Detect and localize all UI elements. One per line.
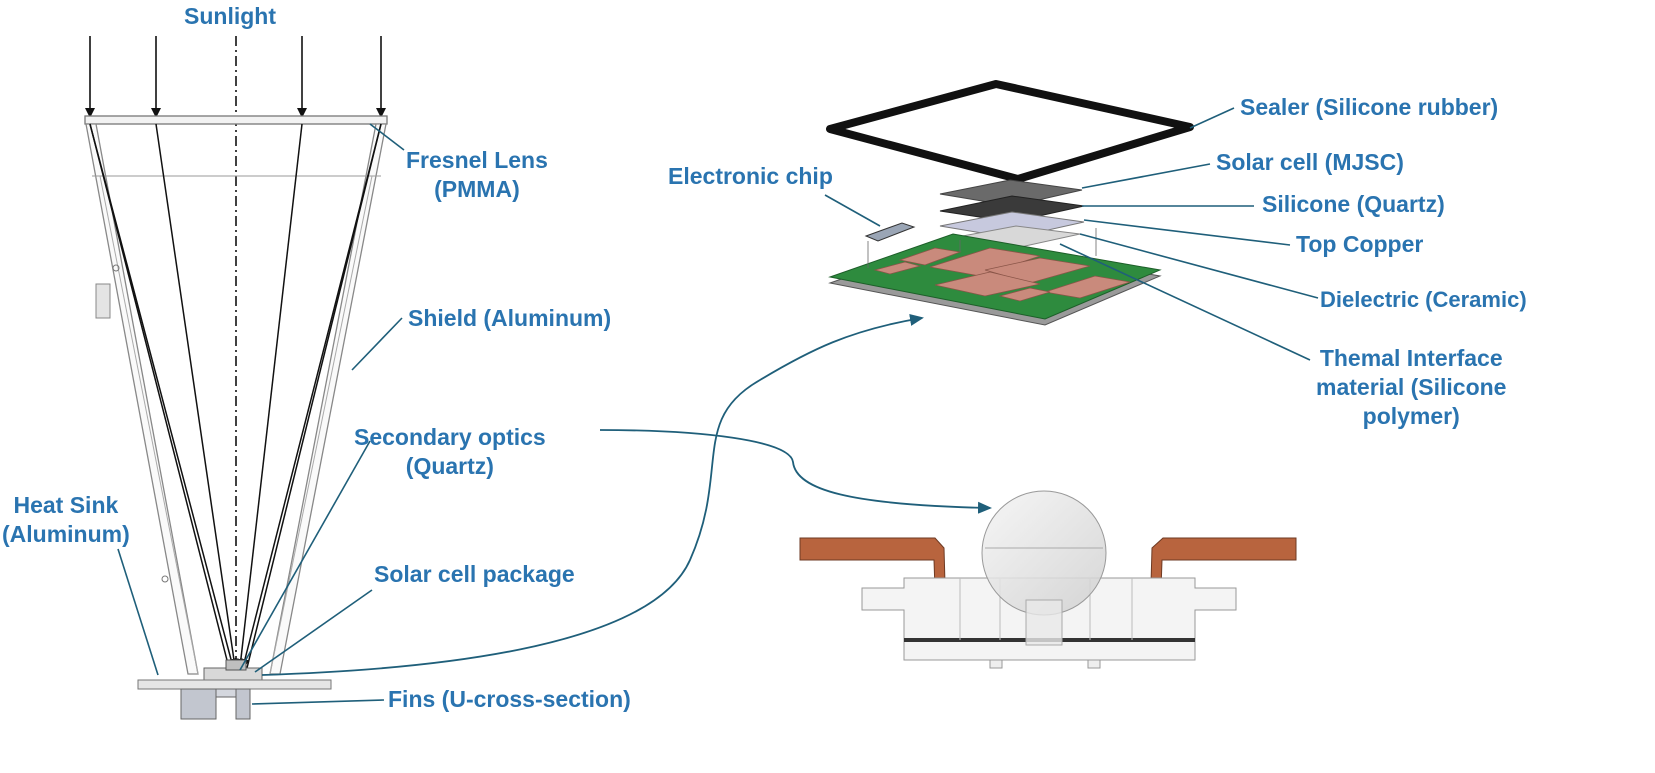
- label-secondary-optics-line1: Secondary optics: [354, 424, 546, 450]
- right-leader-lines: [824, 107, 1319, 361]
- label-electronic-chip: Electronic chip: [668, 163, 833, 189]
- label-fresnel-lens-line2: (PMMA): [434, 176, 520, 202]
- label-thermal-interface-line1: Themal Interface: [1319, 345, 1503, 371]
- fins: [180, 688, 251, 720]
- sunlight-arrows: [85, 36, 386, 118]
- label-fresnel-lens-line1: Fresnel Lens: [406, 147, 548, 173]
- label-silicone: Silicone (Quartz): [1262, 191, 1445, 217]
- label-solar-cell: Solar cell (MJSC): [1216, 149, 1404, 175]
- sealer-ring: [826, 80, 1194, 183]
- heat-sink: [137, 679, 332, 690]
- label-fins: Fins (U-cross-section): [388, 686, 631, 712]
- secondary-optics-sphere: [981, 490, 1107, 616]
- label-solar-cell-package: Solar cell package: [374, 561, 575, 587]
- label-shield: Shield (Aluminum): [408, 305, 612, 331]
- label-heat-sink: Heat Sink (Aluminum): [2, 491, 130, 549]
- callout-curve-to-package: [599, 429, 992, 514]
- converging-rays: [89, 123, 382, 669]
- concentrator-module: [84, 36, 388, 720]
- fresnel-lens: [84, 115, 388, 125]
- label-sunlight: Sunlight: [184, 3, 276, 29]
- label-heat-sink-line2: (Aluminum): [2, 521, 130, 547]
- label-thermal-interface: Themal Interface material (Silicone poly…: [1316, 344, 1506, 431]
- exploded-package: [826, 80, 1194, 326]
- callout-curve-to-pcb: [261, 314, 924, 676]
- label-secondary-optics-line2: (Quartz): [405, 453, 494, 479]
- electronic-chip: [864, 222, 916, 242]
- cell-package-side-view: [799, 490, 1297, 669]
- side-bracket: [95, 283, 111, 319]
- left-leader-lines: [117, 123, 405, 705]
- solar-cell-package: [203, 659, 263, 683]
- label-dielectric: Dielectric (Ceramic): [1320, 287, 1527, 312]
- label-heat-sink-line1: Heat Sink: [13, 492, 119, 518]
- pcb-pads: [873, 247, 1131, 302]
- label-top-copper: Top Copper: [1296, 231, 1424, 257]
- label-secondary-optics: Secondary optics (Quartz): [354, 423, 546, 481]
- label-thermal-interface-line3: polymer): [1362, 403, 1460, 429]
- label-thermal-interface-line2: material (Silicone: [1316, 374, 1507, 400]
- label-sealer: Sealer (Silicone rubber): [1240, 94, 1499, 120]
- label-fresnel-lens: Fresnel Lens (PMMA): [406, 146, 548, 204]
